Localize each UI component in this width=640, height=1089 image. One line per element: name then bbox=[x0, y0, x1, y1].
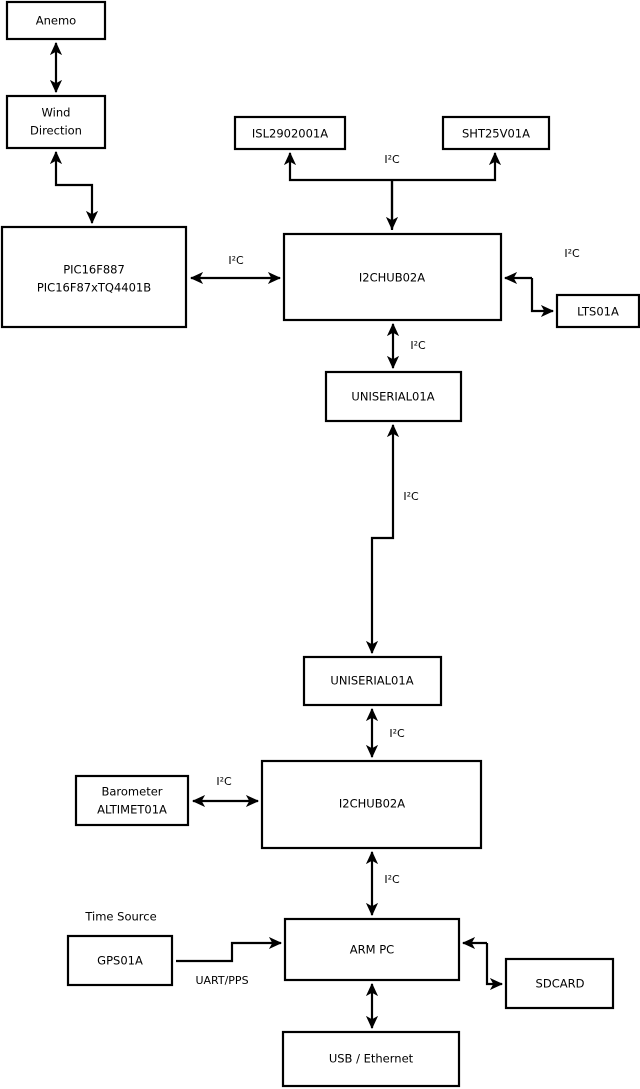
node-sdcard-label: SDCARD bbox=[536, 977, 585, 991]
node-lts01a[interactable]: LTS01A bbox=[555, 293, 640, 329]
node-i2chub02a-lower-rect bbox=[260, 759, 483, 850]
node-arm-pc[interactable]: ARM PC bbox=[283, 917, 461, 982]
node-pic-mcu-rect bbox=[0, 225, 188, 329]
node-anemo-rect bbox=[5, 0, 107, 41]
edge-label-i2c-pic-hub1: I²C bbox=[228, 254, 244, 267]
node-arm-pc-rect bbox=[283, 917, 461, 982]
node-uniserial01a-lower-rect bbox=[302, 655, 443, 707]
edge-hub1-lts-out bbox=[530, 278, 555, 318]
edge-label-uart-pps: UART/PPS bbox=[195, 974, 248, 987]
node-usb-ethernet[interactable]: USB / Ethernet bbox=[281, 1030, 461, 1088]
node-isl2902001a-rect bbox=[233, 115, 347, 151]
node-i2chub02a-upper-label: I2CHUB02A bbox=[359, 271, 425, 285]
node-i2chub02a-lower-label: I2CHUB02A bbox=[339, 797, 405, 811]
node-barometer[interactable]: Barometer ALTIMET01A bbox=[74, 774, 190, 827]
node-barometer-label-line2: ALTIMET01A bbox=[97, 803, 167, 817]
node-anemo[interactable]: Anemo bbox=[5, 0, 107, 41]
edge-label-i2c-uniserial-hub2: I²C bbox=[389, 727, 405, 740]
node-arm-pc-label: ARM PC bbox=[350, 943, 394, 957]
node-i2chub02a-upper-rect bbox=[282, 232, 503, 322]
node-gps01a-label: GPS01A bbox=[97, 954, 143, 968]
edge-gps-armpc bbox=[176, 936, 283, 963]
node-wind-direction-label-line1: Wind bbox=[42, 106, 71, 120]
node-sht25v01a-label: SHT25V01A bbox=[462, 127, 530, 141]
node-wind-direction-rect bbox=[5, 94, 107, 150]
edge-label-i2c-hub1-uniserial: I²C bbox=[410, 339, 426, 352]
node-isl2902001a-label: ISL2902001A bbox=[252, 127, 328, 141]
labels-layer: I²C I²C I²C I²C I²C I²C I²C I²C UART/PPS… bbox=[84, 153, 580, 987]
node-sdcard-rect bbox=[504, 957, 615, 1010]
node-gps01a-rect bbox=[66, 934, 174, 987]
node-sdcard[interactable]: SDCARD bbox=[504, 957, 615, 1010]
node-i2chub02a-lower[interactable]: I2CHUB02A bbox=[260, 759, 483, 850]
edge-label-i2c-top-bus: I²C bbox=[384, 153, 400, 166]
edge-label-i2c-barometer-hub2: I²C bbox=[216, 775, 232, 788]
edge-label-i2c-uniserial-uniserial: I²C bbox=[403, 490, 419, 503]
node-usb-ethernet-rect bbox=[281, 1030, 461, 1088]
node-wind-direction[interactable]: Wind Direction bbox=[5, 94, 107, 150]
node-wind-direction-label-line2: Direction bbox=[30, 124, 82, 138]
node-pic-mcu-label-line1: PIC16F887 bbox=[63, 263, 125, 277]
edges-layer bbox=[49, 41, 555, 1030]
node-i2chub02a-upper[interactable]: I2CHUB02A bbox=[282, 232, 503, 322]
node-isl2902001a[interactable]: ISL2902001A bbox=[233, 115, 347, 151]
edge-bus-to-sht bbox=[392, 151, 502, 182]
label-time-source: Time Source bbox=[84, 910, 156, 924]
edge-uniserial-uniserial bbox=[365, 423, 400, 655]
edge-bus-to-isl bbox=[283, 151, 392, 182]
node-uniserial01a-upper-label: UNISERIAL01A bbox=[351, 390, 434, 404]
edge-wind-pic bbox=[49, 150, 99, 225]
node-lts01a-rect bbox=[555, 293, 640, 329]
node-uniserial01a-lower[interactable]: UNISERIAL01A bbox=[302, 655, 443, 707]
node-uniserial01a-upper-rect bbox=[324, 370, 463, 423]
node-pic-mcu[interactable]: PIC16F887 PIC16F87xTQ4401B bbox=[0, 225, 188, 329]
edge-label-i2c-hub1-lts: I²C bbox=[564, 247, 580, 260]
edge-armpc-sdcard-out bbox=[485, 943, 504, 991]
node-usb-ethernet-label: USB / Ethernet bbox=[329, 1052, 414, 1066]
node-anemo-label: Anemo bbox=[36, 14, 76, 28]
node-lts01a-label: LTS01A bbox=[577, 305, 619, 319]
node-barometer-label-line1: Barometer bbox=[101, 785, 162, 799]
node-uniserial01a-lower-label: UNISERIAL01A bbox=[330, 674, 413, 688]
node-sht25v01a[interactable]: SHT25V01A bbox=[441, 115, 551, 151]
edge-label-i2c-hub2-armpc: I²C bbox=[384, 873, 400, 886]
node-barometer-rect bbox=[74, 774, 190, 827]
node-uniserial01a-upper[interactable]: UNISERIAL01A bbox=[324, 370, 463, 423]
node-sht25v01a-rect bbox=[441, 115, 551, 151]
node-gps01a[interactable]: GPS01A bbox=[66, 934, 174, 987]
node-pic-mcu-label-line2: PIC16F87xTQ4401B bbox=[37, 281, 151, 295]
